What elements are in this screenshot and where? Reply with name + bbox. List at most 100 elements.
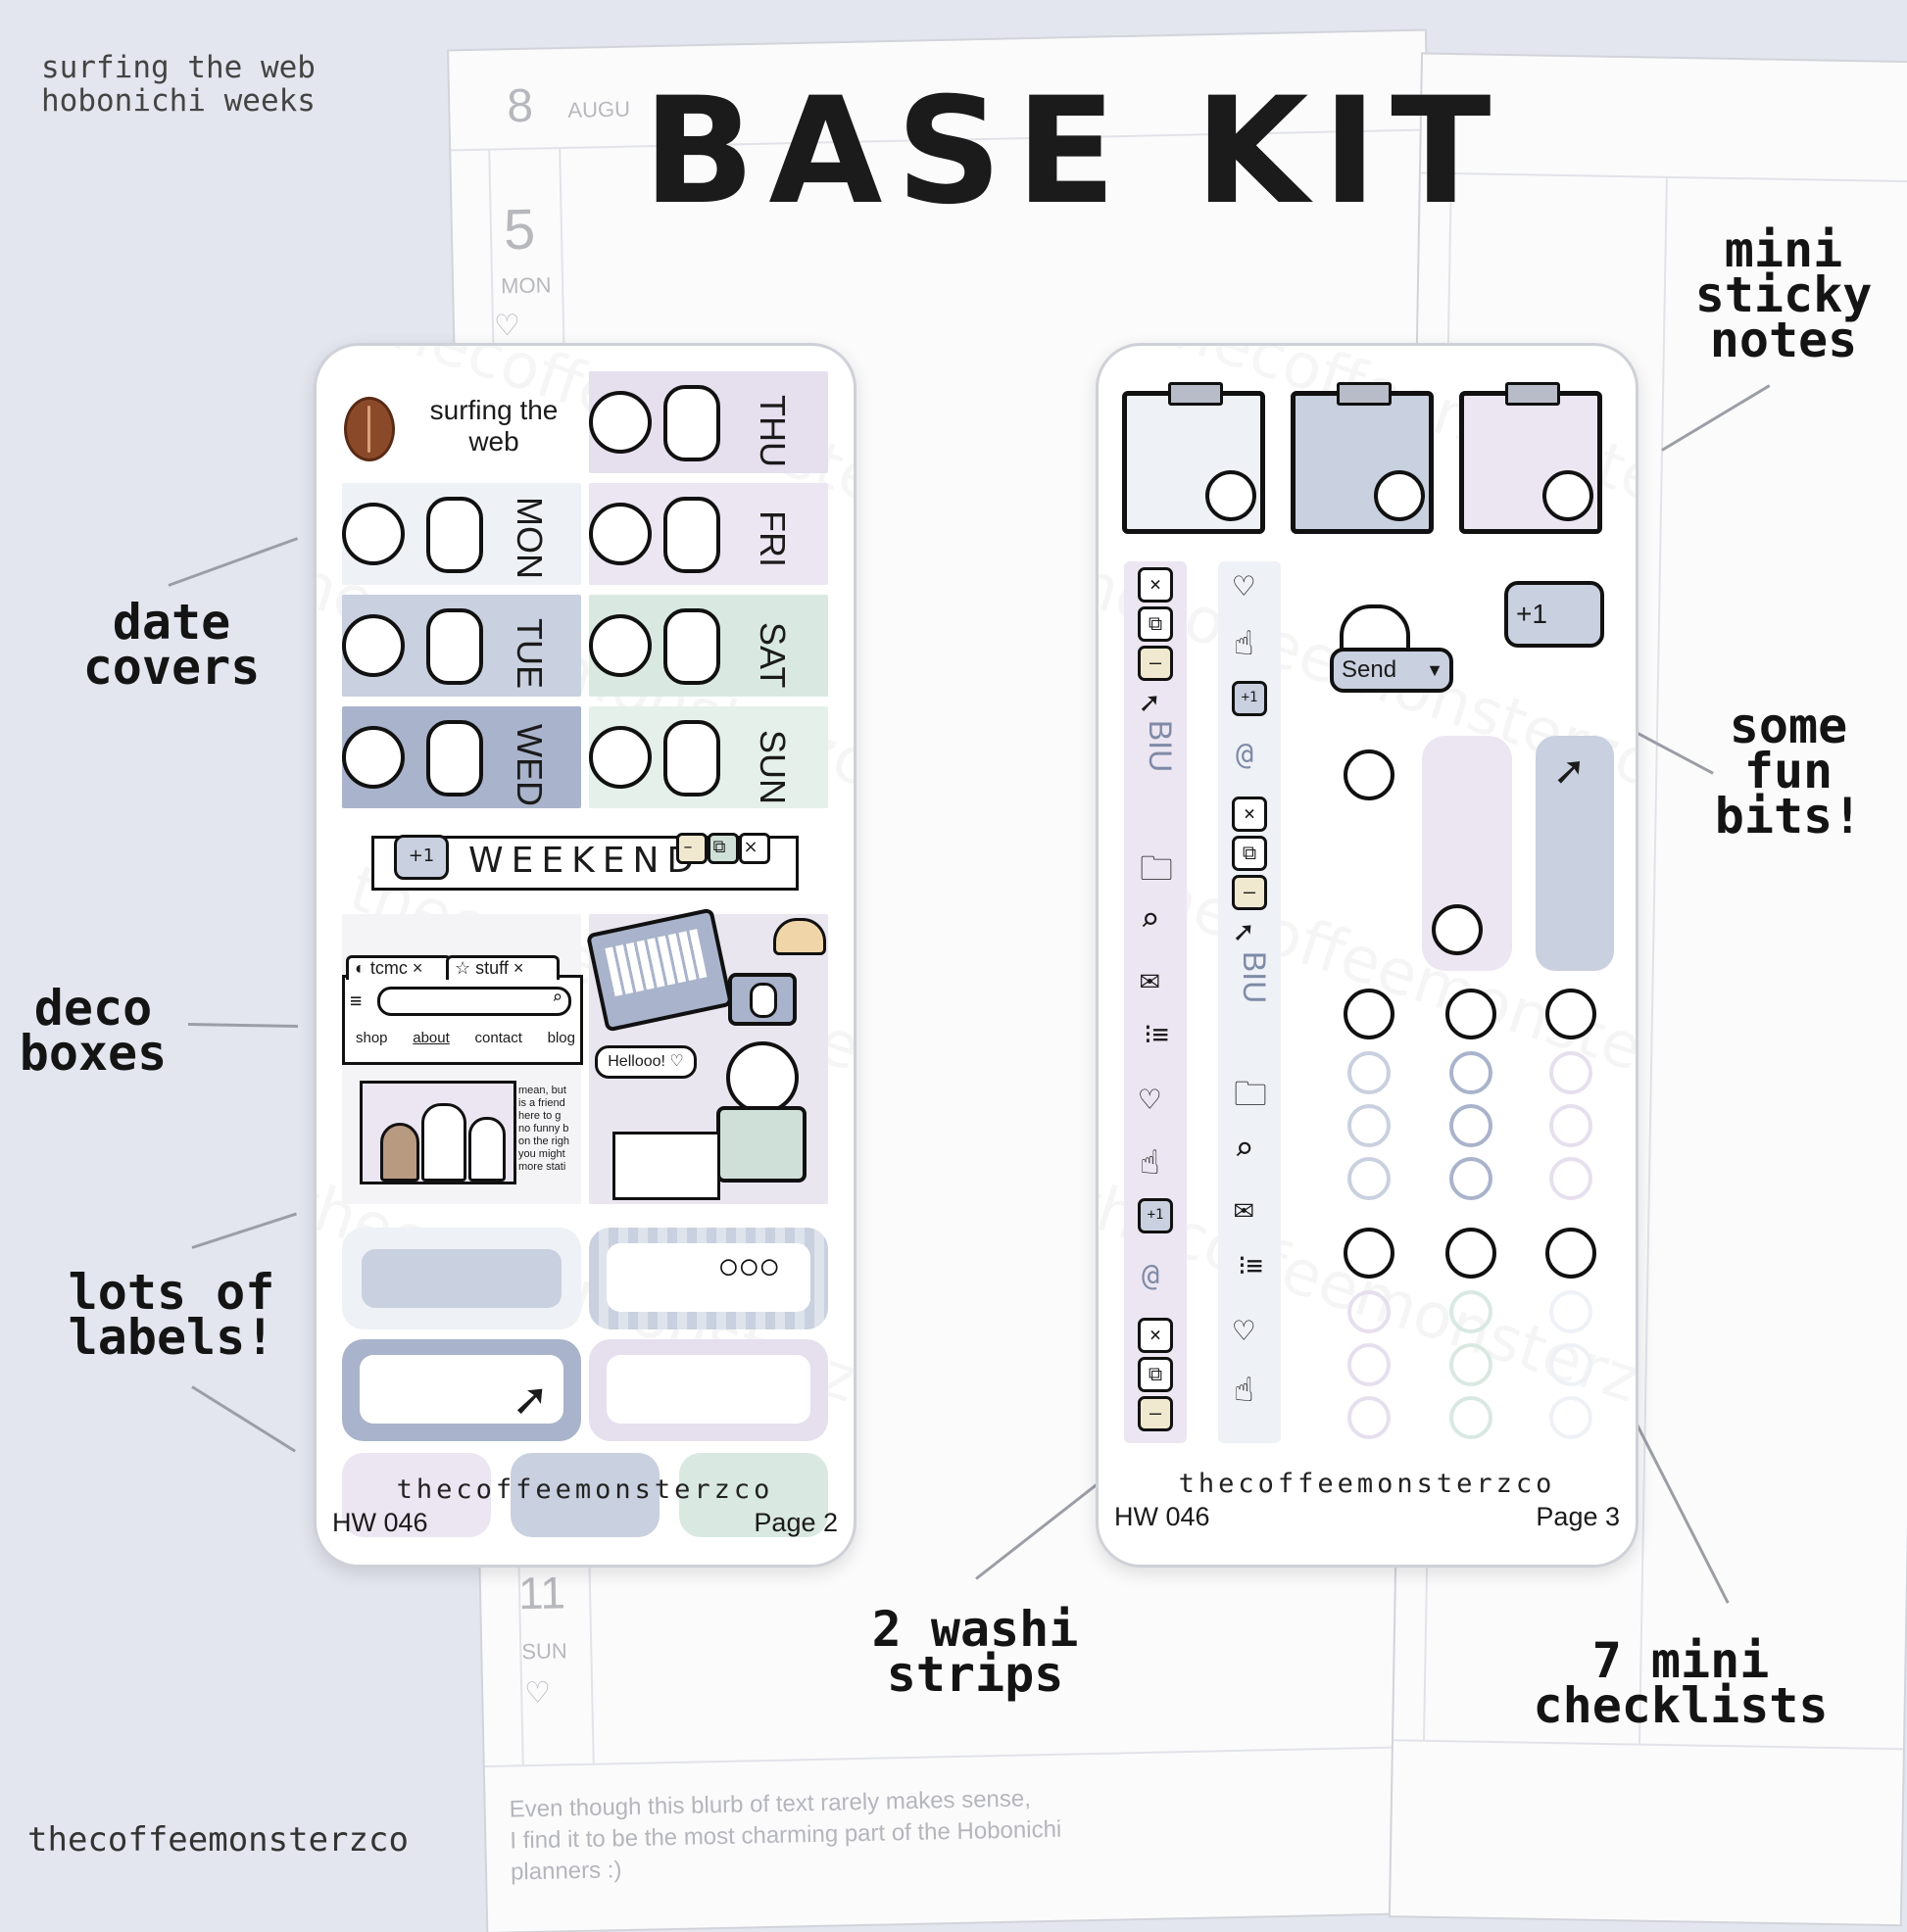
restore-icon: ⧉ <box>708 833 739 864</box>
sheet-page: Page 3 <box>1536 1502 1620 1531</box>
minimize-icon: – <box>1232 875 1267 910</box>
checkbox-circle <box>1347 1104 1391 1147</box>
label-box: ○○○ <box>589 1228 828 1329</box>
weekend-banner: +1 WEEKEND – ⧉ × <box>371 833 799 891</box>
face-icon <box>1344 749 1394 800</box>
magnifier-icon: ⌕ <box>1234 1130 1254 1169</box>
text-format-icons: BIU <box>1237 950 1273 1004</box>
face-icon <box>342 614 405 677</box>
washi-strip: ♡ ☝ +1 @ × ⧉ – ➚ BIU 🗀 ⌕ ✉ ⁝≡ ♡ ☝ <box>1218 561 1281 1443</box>
date-cover-wed: WED <box>342 706 581 808</box>
heart-bubble-icon: ♡ <box>1234 567 1254 606</box>
tape-icon <box>1168 382 1223 406</box>
open-book-icon <box>612 1132 720 1200</box>
planner-date-11: 11 <box>517 1567 566 1619</box>
speech-bubble-icon <box>426 720 483 797</box>
checkbox-circle <box>1549 1396 1592 1439</box>
envelope-icon: ✉ <box>1140 959 1160 998</box>
sheet-header: surfing the web <box>429 395 559 457</box>
date-cover-sat: SAT <box>589 595 828 697</box>
checkbox-circle <box>1549 1157 1592 1200</box>
croissant-icon <box>773 918 826 955</box>
cursor-arrow-icon: ➚ <box>1140 685 1159 722</box>
checkbox-circle <box>1449 1290 1492 1333</box>
sheet-code: HW 046 <box>1114 1502 1210 1531</box>
face-icon <box>589 726 652 789</box>
sheet-code: HW 046 <box>332 1508 428 1537</box>
character-body <box>716 1106 807 1183</box>
restore-icon: ⧉ <box>1232 836 1267 871</box>
annotation-washi: 2 washi strips <box>871 1601 1079 1703</box>
date-cover-thu: THU <box>589 371 828 473</box>
checkbox-circle <box>1449 1343 1492 1386</box>
minimize-icon: – <box>1138 646 1173 681</box>
heart-bubble-icon: ♡ <box>1234 1312 1254 1351</box>
close-icon: × <box>1138 1318 1173 1353</box>
checkbox-circle <box>1347 1157 1391 1200</box>
annotation-deco-boxes: deco boxes <box>19 980 168 1082</box>
sheet-page: Page 2 <box>754 1508 838 1537</box>
cursor-arrow-icon: ➚ <box>1555 746 1583 798</box>
checkbox-circle <box>1549 1051 1592 1094</box>
label-box <box>342 1228 581 1329</box>
address-bar: ⌕ <box>377 987 571 1016</box>
ellipsis-icon: ○○○ <box>720 1249 782 1281</box>
thumbs-up-icon: ☝ <box>1234 624 1254 663</box>
checklist-face-icon <box>1545 1228 1596 1279</box>
heart-icon: ♡ <box>523 1676 552 1711</box>
checklist-face-icon <box>1445 1228 1496 1279</box>
menu-icon: ≡ <box>350 989 363 1012</box>
plus-one-icon: +1 <box>394 835 449 880</box>
planner-blurb: Even though this blurb of text rarely ma… <box>509 1785 1062 1886</box>
annotation-date-covers: date covers <box>82 594 261 696</box>
laptop-icon <box>585 907 734 1033</box>
mouse-icon <box>750 983 777 1018</box>
planner-date-5: 5 <box>503 197 536 263</box>
checkbox-circle <box>1347 1396 1391 1439</box>
label-box <box>589 1339 828 1441</box>
cursor-arrow-icon: ➚ <box>1234 914 1253 951</box>
brand-footer: thecoffeemonsterzco <box>27 1820 409 1860</box>
checkbox-circle <box>1347 1051 1391 1094</box>
sheet-brand: thecoffeemonsterzco <box>396 1474 774 1505</box>
sheet-brand: thecoffeemonsterzco <box>1178 1469 1556 1499</box>
face-icon <box>589 503 652 565</box>
at-icon: @ <box>1236 738 1254 772</box>
tape-icon <box>1337 382 1392 406</box>
checkbox-circle <box>1549 1290 1592 1333</box>
checkbox-circle <box>1347 1290 1391 1333</box>
date-cover-sun: SUN <box>589 706 828 808</box>
cursor-arrow-icon: ➚ <box>514 1373 546 1431</box>
checkbox-circle <box>1347 1343 1391 1386</box>
sticker-sheet-page-3: thecoffeemonsterzco thecoffeemonsterzco … <box>1096 343 1638 1568</box>
face-icon <box>1374 470 1425 521</box>
envelope-icon: ✉ <box>1234 1188 1254 1228</box>
face-icon <box>1205 470 1256 521</box>
speech-bubble-icon <box>426 608 483 685</box>
browser-tab-stuff: ☆ stuff × <box>446 955 560 980</box>
checkbox-circle <box>1449 1051 1492 1094</box>
planner-month: AUGU <box>567 96 631 122</box>
label-box: ➚ <box>342 1339 581 1441</box>
thumbs-up-icon: ☝ <box>1140 1143 1160 1183</box>
coffee-bean-icon <box>344 397 395 461</box>
annotation-labels: lots of labels! <box>68 1264 275 1366</box>
label-box <box>342 1453 491 1537</box>
pointer-line <box>191 1385 296 1453</box>
text-format-icons: BIU <box>1143 719 1179 773</box>
date-cover-fri: FRI <box>589 483 828 585</box>
search-icon: ⌕ <box>552 988 562 1008</box>
face-icon <box>342 503 405 565</box>
mini-sticky-note <box>1459 382 1602 534</box>
checklist-face-icon <box>1344 989 1394 1039</box>
at-icon: @ <box>1142 1259 1160 1293</box>
sticker-sheet-page-2: thecoffeemonsterzco thecoffeemonsterzco … <box>314 343 856 1568</box>
magnifier-icon: ⌕ <box>1140 900 1160 940</box>
close-icon: × <box>1138 567 1173 603</box>
checklist-face-icon <box>1445 989 1496 1039</box>
laptop-deco-box: Hellooo! ♡ <box>585 907 828 1204</box>
